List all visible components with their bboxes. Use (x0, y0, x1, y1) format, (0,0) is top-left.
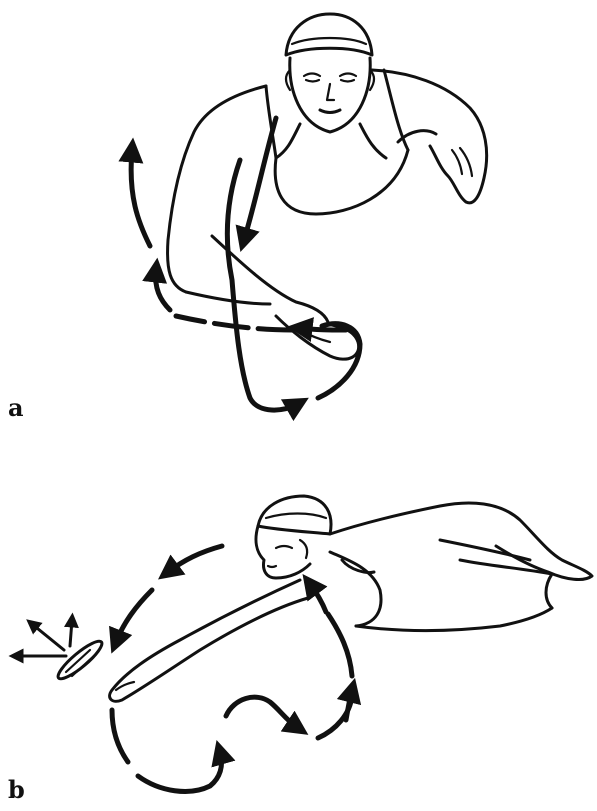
insweep-arrow (226, 697, 298, 728)
swim-cap-front (286, 14, 372, 55)
left-arm-front (168, 86, 266, 292)
force-arrow-up (70, 620, 72, 646)
pull-arrow-b (138, 752, 222, 791)
swimmer-face-side (256, 526, 310, 578)
upsweep-arrow (310, 584, 326, 612)
panel-a-illustration (131, 14, 487, 410)
push-arrow (300, 328, 346, 330)
swimmer-body-side (330, 503, 592, 580)
swimsuit-front (275, 150, 408, 214)
extended-arm-side (110, 580, 308, 701)
swimmer-face-front (290, 58, 370, 132)
panel-label-a: a (8, 396, 24, 420)
panel-b-illustration (16, 496, 592, 791)
force-arrow-up-left (32, 624, 64, 650)
pull-path-arrow (244, 118, 276, 240)
panel-label-b: b (8, 778, 25, 802)
recovery-arrow-a (156, 270, 170, 310)
recovery-arrow-b (168, 546, 222, 572)
